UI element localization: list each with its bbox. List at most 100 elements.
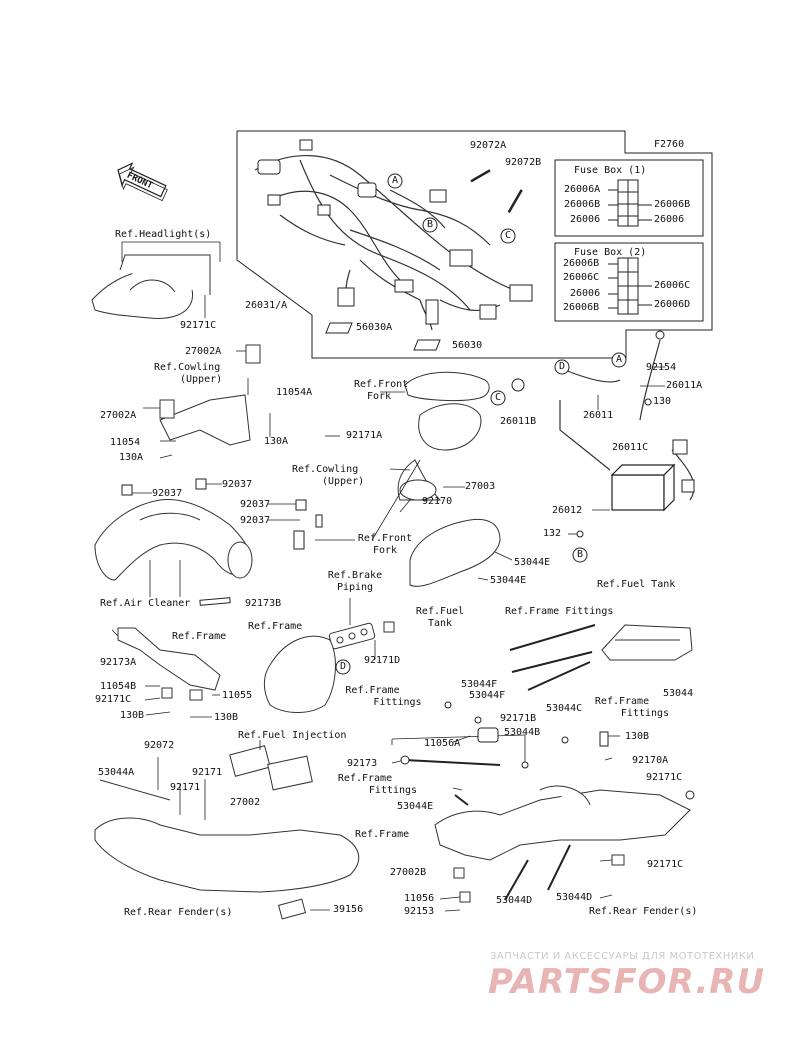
part-92171C-top: 92171C xyxy=(180,320,217,331)
part-53044B: 53044B xyxy=(504,727,541,738)
ref-frame-fittings-3b: Fittings xyxy=(373,697,422,708)
cowling-bracket-drawing xyxy=(159,344,261,446)
part-130-r: 130 xyxy=(653,396,672,407)
part-11056A: 11056A xyxy=(424,738,461,749)
fuse-box-1-left-2: 26006 xyxy=(570,214,601,225)
ref-fuel-injection: Ref.Fuel Injection xyxy=(238,730,347,741)
part-27002: 27002 xyxy=(230,797,261,808)
callout-d-1: D xyxy=(558,361,566,372)
ref-front-fork-2a: Ref.Front xyxy=(357,533,413,544)
callout-c-1: C xyxy=(504,230,512,241)
fuse-box-2-title: Fuse Box (2) xyxy=(574,247,647,258)
part-92037-2: 92037 xyxy=(222,479,253,490)
fuse-box-1-left-1: 26006B xyxy=(564,199,601,210)
front-arrow-icon xyxy=(117,162,168,202)
ref-rear-fender-2: Ref.Rear Fender(s) xyxy=(589,906,698,917)
part-53044E-3: 53044E xyxy=(397,801,434,812)
ref-frame-1: Ref.Frame xyxy=(248,621,303,632)
part-53044F-1: 53044F xyxy=(461,679,498,690)
ref-air-cleaner: Ref.Air Cleaner xyxy=(100,598,191,609)
ref-frame-fittings-4b: Fittings xyxy=(368,785,418,796)
part-92072: 92072 xyxy=(144,740,175,751)
part-92153: 92153 xyxy=(404,906,435,917)
fuse-box-2-right-1: 26006D xyxy=(654,299,691,310)
part-92154: 92154 xyxy=(646,362,677,373)
callout-a-2: A xyxy=(615,354,623,365)
part-27003: 27003 xyxy=(465,481,496,492)
ref-fuel-tank-2: Ref.Fuel Tank xyxy=(597,579,676,590)
battery-drawing xyxy=(610,463,676,512)
fuel-tank-bracket-drawing xyxy=(409,518,501,587)
fuse-box-1-drawing xyxy=(608,179,652,227)
part-53044A: 53044A xyxy=(98,767,135,778)
part-53044C: 53044C xyxy=(546,703,583,714)
part-92171C-bot2: 92171C xyxy=(647,859,684,870)
part-26012: 26012 xyxy=(552,505,583,516)
part-56030: 56030 xyxy=(452,340,483,351)
frame-left-drawing xyxy=(263,635,336,713)
part-92037-3: 92037 xyxy=(240,499,271,510)
ref-frame-fittings-2a: Ref.Frame xyxy=(594,696,650,707)
brake-piping-clamp-drawing xyxy=(328,621,395,650)
part-130A-2: 130A xyxy=(119,452,144,463)
fuse-box-2-right-0: 26006C xyxy=(654,280,691,291)
callout-c-2: C xyxy=(494,392,502,403)
rear-fender-drawing xyxy=(94,745,360,920)
part-130B-2: 130B xyxy=(214,712,239,723)
fuse-box-1-left-0: 26006A xyxy=(564,184,601,195)
frame-fittings-pad-drawing xyxy=(601,624,693,661)
part-53044E-1: 53044E xyxy=(514,557,551,568)
ref-brake-piping-a: Ref.Brake xyxy=(327,570,383,581)
part-92171B: 92171B xyxy=(500,713,537,724)
ref-fuel-tank-1b: Tank xyxy=(427,618,453,629)
part-26011: 26011 xyxy=(583,410,614,421)
part-92170A: 92170A xyxy=(632,755,669,766)
part-92171-2: 92171 xyxy=(170,782,201,793)
ref-headlight: Ref.Headlight(s) xyxy=(115,229,212,240)
part-130B-3: 130B xyxy=(625,731,650,742)
part-92171C-bot1: 92171C xyxy=(646,772,683,783)
part-92173: 92173 xyxy=(347,758,378,769)
fuse-box-1-title: Fuse Box (1) xyxy=(574,165,647,176)
watermark-brand: PARTSFOR.RU xyxy=(488,962,766,1002)
part-92037-4: 92037 xyxy=(240,515,271,526)
bracket-left-drawing xyxy=(117,627,221,701)
part-92173A: 92173A xyxy=(100,657,137,668)
ref-frame-fittings-4a: Ref.Frame xyxy=(337,773,393,784)
callout-b-1: B xyxy=(426,219,434,230)
ref-brake-piping-b: Piping xyxy=(336,582,374,593)
rear-frame-drawing xyxy=(434,785,691,903)
callout-d-2: D xyxy=(339,661,347,672)
ref-frame-fittings-1: Ref.Frame Fittings xyxy=(505,606,614,617)
part-130B-1: 130B xyxy=(120,710,145,721)
ref-cowling-upper-1b: (Upper) xyxy=(180,374,223,385)
part-11054A: 11054A xyxy=(276,387,313,398)
fuse-box-1-frame xyxy=(554,159,704,237)
harness-connectors xyxy=(257,139,533,325)
fuse-box-2-left-0: 26006B xyxy=(563,258,600,269)
part-11056: 11056 xyxy=(404,893,435,904)
part-92171A: 92171A xyxy=(346,430,383,441)
callout-a-1: A xyxy=(391,175,399,186)
part-56030A: 56030A xyxy=(356,322,393,333)
ref-fuel-tank-1a: Ref.Fuel xyxy=(415,606,465,617)
part-39156: 39156 xyxy=(333,904,364,915)
part-92171D: 92171D xyxy=(364,655,401,666)
fuse-box-2-drawing xyxy=(608,257,652,315)
part-130A-1: 130A xyxy=(264,436,289,447)
part-92037-1: 92037 xyxy=(152,488,183,499)
part-26011A: 26011A xyxy=(666,380,703,391)
part-27002A-1: 27002A xyxy=(185,346,222,357)
ref-frame-3: Ref.Frame xyxy=(355,829,410,840)
tag-56030A-icon xyxy=(325,322,353,334)
part-53044D-2: 53044D xyxy=(556,892,593,903)
part-53044D-1: 53044D xyxy=(496,895,533,906)
ref-frame-fittings-3a: Ref.Frame xyxy=(345,685,400,696)
ref-front-fork-1a: Ref.Front xyxy=(354,379,409,390)
part-27002A-2: 27002A xyxy=(100,410,137,421)
part-53044-r: 53044 xyxy=(663,688,694,699)
callout-b-2: B xyxy=(576,549,584,560)
harness-frame-outline xyxy=(236,130,713,359)
ref-cowling-upper-2a: Ref.Cowling xyxy=(292,464,359,475)
